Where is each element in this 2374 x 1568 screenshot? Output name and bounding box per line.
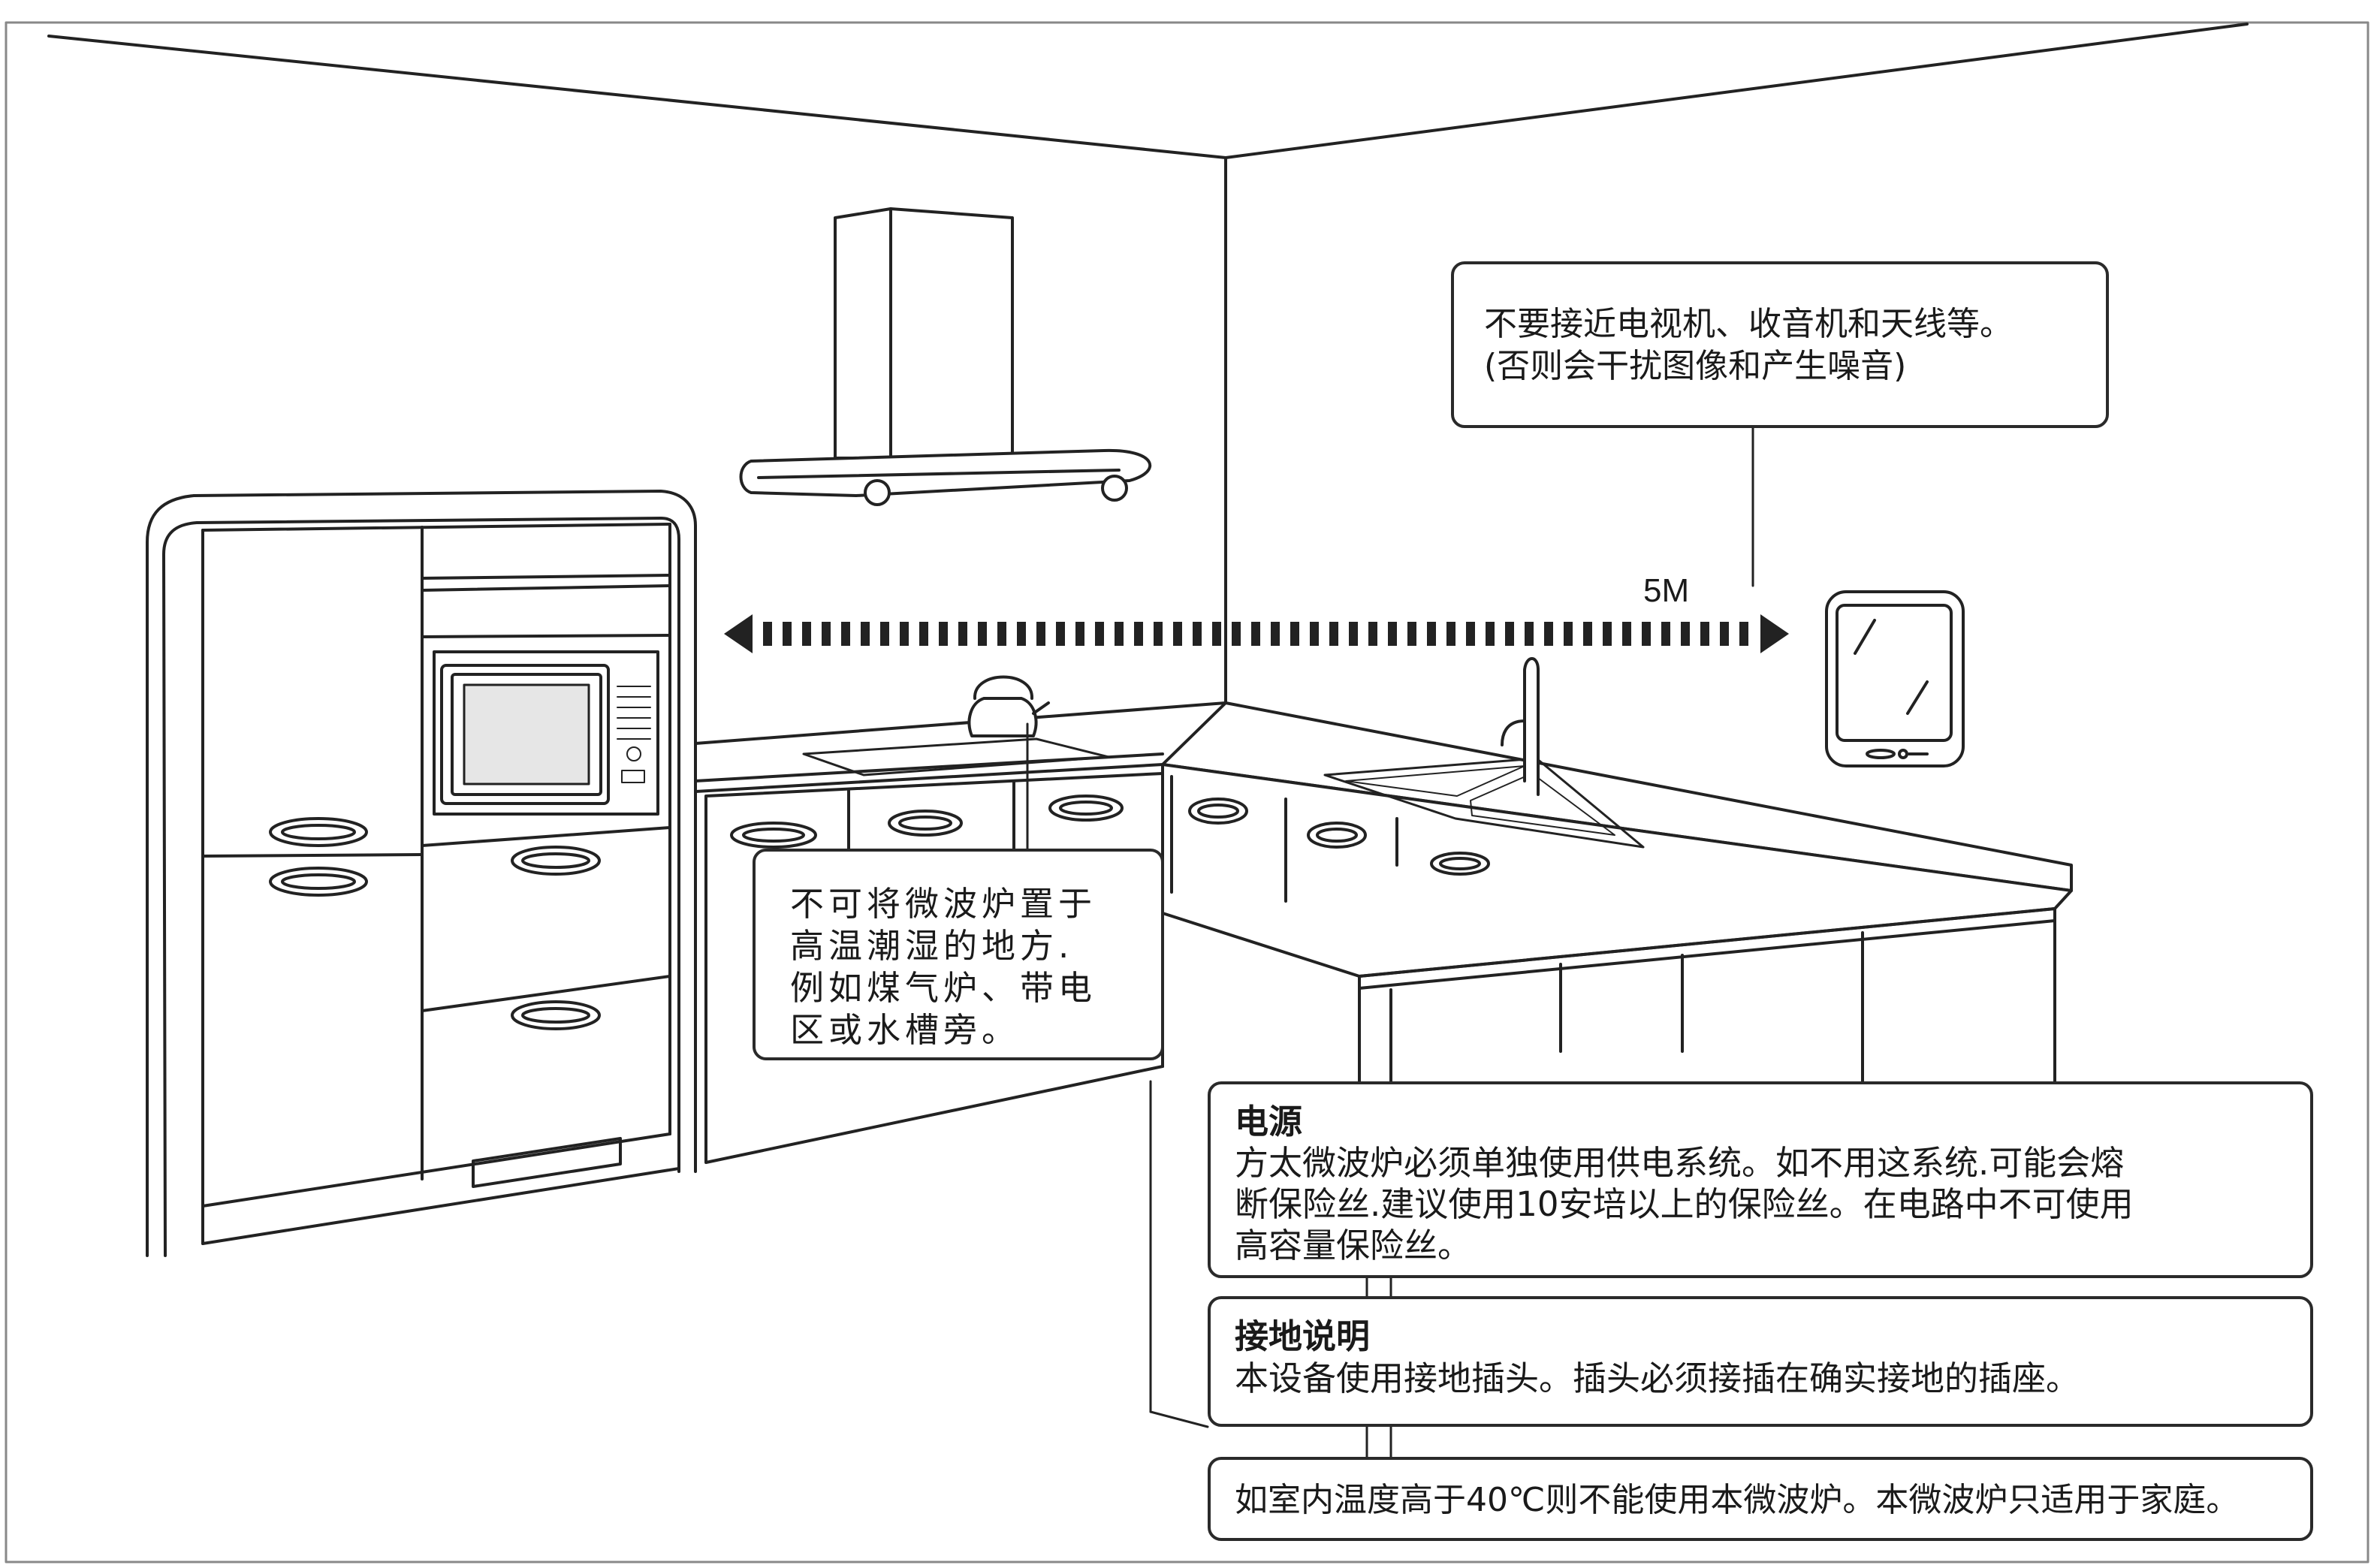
arrow-dash (1251, 622, 1260, 646)
arrow-dash (1525, 622, 1534, 646)
arrow-dash (841, 622, 850, 646)
arrow-dash (1388, 622, 1397, 646)
arrow-dash (1310, 622, 1319, 646)
arrow-dash (1466, 622, 1475, 646)
arrow-dash (1505, 622, 1514, 646)
arrow-dash (763, 622, 772, 646)
heat-humidity-callout: 不可将微波炉置于 高温潮湿的地方. 例如煤气炉、带电 区或水槽旁。 (753, 849, 1164, 1060)
arrow-dash (1134, 622, 1143, 646)
room-walls (47, 23, 2249, 704)
arrow-dash (1095, 622, 1104, 646)
range-hood (739, 207, 1152, 506)
distance-arrow (724, 614, 1789, 653)
arrow-dash (1486, 622, 1495, 646)
microwave-oven (433, 650, 659, 816)
arrow-dash (1173, 622, 1182, 646)
arrow-dash (861, 622, 870, 646)
callout-line: 高温潮湿的地方. (790, 926, 1074, 966)
arrow-dash (997, 622, 1006, 646)
arrow-dash (1017, 622, 1026, 646)
grounding-callout: 接地说明 本设备使用接地插头。插头必须接插在确实接地的插座。 (1208, 1296, 2313, 1427)
callout-line: 不可将微波炉置于 (790, 884, 1097, 924)
arrow-dash (1446, 622, 1455, 646)
arrow-dash (1115, 622, 1124, 646)
arrow-dash (1036, 622, 1045, 646)
arrow-dash (1271, 622, 1280, 646)
tall-cabinet (146, 490, 697, 1257)
callout-line: 断保险丝.建议使用10安培以上的保险丝。在电路中不可使用 (1235, 1184, 2134, 1224)
callout-title: 接地说明 (1235, 1316, 1371, 1356)
tv-interference-callout: 不要接近电视机、收音机和天线等。 (否则会干扰图像和产生噪音) (1451, 261, 2109, 428)
callout-title: 电源 (1235, 1102, 1303, 1141)
frame-border (5, 21, 2369, 1563)
arrow-dash (1154, 622, 1163, 646)
tv-set (1825, 590, 1965, 767)
arrow-dash (1193, 622, 1202, 646)
arrow-dash (1056, 622, 1065, 646)
arrow-dash (1642, 622, 1651, 646)
callout-line: 本设备使用接地插头。插头必须接插在确实接地的插座。 (1235, 1358, 2080, 1398)
arrow-dash (900, 622, 909, 646)
arrow-dash (1720, 622, 1729, 646)
temperature-callout: 如室内温度高于40℃则不能使用本微波炉。本微波炉只适用于家庭。 (1208, 1457, 2313, 1541)
distance-label: 5M (1643, 572, 1690, 609)
callout-line: 方太微波炉必须单独使用供电系统。如不用这系统.可能会熔 (1235, 1143, 2125, 1183)
right-counter (1161, 701, 2073, 1083)
callout-line: 高容量保险丝。 (1235, 1226, 1472, 1265)
sink (1323, 657, 1645, 849)
arrow-dash (1622, 622, 1631, 646)
callout-line: 区或水槽旁。 (790, 1010, 1021, 1050)
arrow-dash (1232, 622, 1241, 646)
arrow-dash (1681, 622, 1690, 646)
arrow-dash (1329, 622, 1338, 646)
arrow-dash (1290, 622, 1299, 646)
arrow-dash (1739, 622, 1748, 646)
arrow-dash (783, 622, 792, 646)
arrow-dash (1349, 622, 1358, 646)
arrow-dash (1603, 622, 1612, 646)
callout-line: 不要接近电视机、收音机和天线等。 (1484, 305, 2013, 343)
callout-line: (否则会干扰图像和产生噪音) (1484, 347, 1907, 385)
callout-line: 如室内温度高于40℃则不能使用本微波炉。本微波炉只适用于家庭。 (1235, 1481, 2240, 1519)
arrow-dash (1700, 622, 1709, 646)
arrow-dash (1075, 622, 1084, 646)
arrow-dash (1564, 622, 1573, 646)
arrow-dash (1212, 622, 1221, 646)
arrow-dash (919, 622, 928, 646)
leader-lines (1026, 427, 1754, 1458)
kettle (967, 675, 1050, 737)
arrow-dash (958, 622, 967, 646)
callout-line: 例如煤气炉、带电 (790, 968, 1097, 1008)
arrow-dash (1583, 622, 1592, 646)
power-supply-callout: 电源 方太微波炉必须单独使用供电系统。如不用这系统.可能会熔 断保险丝.建议使用… (1208, 1081, 2313, 1278)
arrow-dash (978, 622, 987, 646)
arrow-dash (1407, 622, 1416, 646)
arrow-dash (880, 622, 889, 646)
arrow-dash (1368, 622, 1377, 646)
arrow-dash (822, 622, 831, 646)
arrow-dash (1427, 622, 1436, 646)
arrow-dash (939, 622, 948, 646)
arrow-dash (1661, 622, 1670, 646)
arrow-dash (802, 622, 811, 646)
arrow-dash (1544, 622, 1553, 646)
